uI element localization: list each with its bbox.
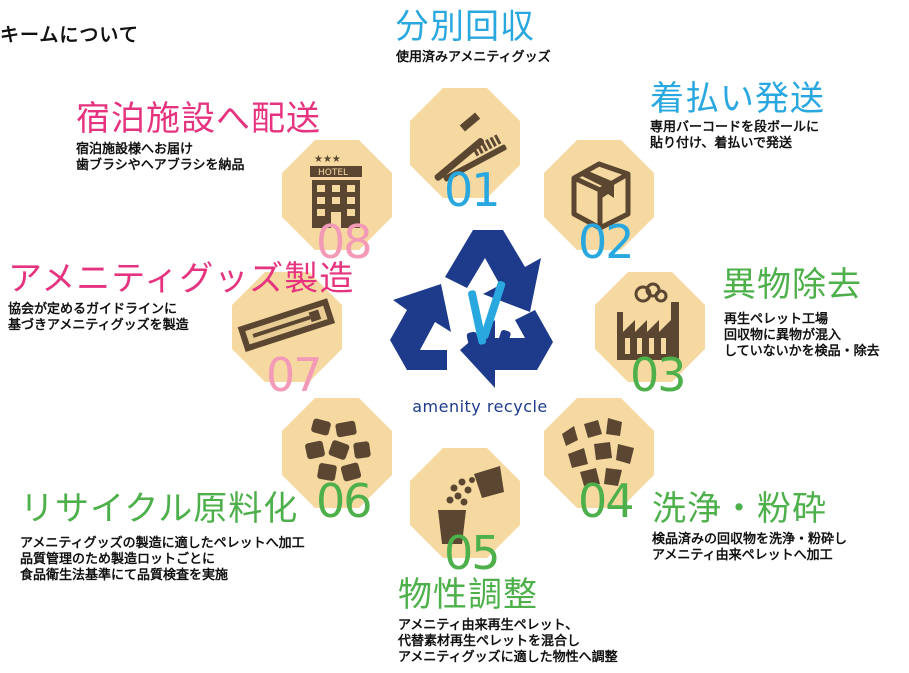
step-02-description: 専用バーコードを段ボールに 貼り付け、着払いで発送 — [650, 120, 820, 151]
step-06-description: アメニティグッズの製造に適したペレットへ加工 品質管理のため製造ロットごとに 食… — [20, 536, 305, 583]
page-heading: キームについて — [0, 24, 139, 46]
svg-text:★★★: ★★★ — [314, 154, 341, 165]
step-01-description: 使用済みアメニティグッズ — [396, 50, 551, 65]
step-04-title: 洗浄・粉砕 — [652, 489, 827, 529]
step-08-title: 宿泊施設へ配送 — [76, 99, 321, 139]
svg-text:HOTEL: HOTEL — [318, 168, 348, 178]
step-07-title: アメニティグッズ製造 — [8, 259, 355, 299]
hotel-icon: ★★★ HOTEL — [310, 154, 362, 228]
pellets-icon — [305, 418, 371, 482]
step-02-octagon — [544, 140, 654, 250]
step-04-octagon — [544, 398, 654, 508]
step-03-title: 異物除去 — [722, 265, 862, 305]
step-03-number: 03 — [630, 348, 687, 402]
step-05-title: 物性調整 — [398, 575, 538, 615]
step-07-description: 協会が定めるガイドラインに 基づきアメニティグッズを製造 — [8, 302, 189, 333]
step-05-octagon — [410, 448, 520, 558]
step-07-number: 07 — [266, 348, 323, 402]
step-01-title: 分別回収 — [395, 7, 535, 47]
step-04-number: 04 — [578, 474, 635, 528]
step-07-octagon — [232, 272, 342, 382]
step-03-description: 再生ペレット工場 回収物に異物が混入 していないかを検品・除去 — [724, 312, 880, 359]
step-01-octagon — [410, 88, 520, 198]
step-05-number: 05 — [444, 526, 501, 580]
recycle-icon — [390, 230, 553, 388]
step-01-number: 01 — [444, 163, 501, 217]
step-06-number: 06 — [316, 474, 373, 528]
step-03-octagon — [595, 272, 705, 382]
box-icon — [571, 161, 631, 231]
step-02-number: 02 — [578, 215, 635, 269]
toothbrush-comb-icon — [434, 112, 507, 182]
step-08-number: 08 — [316, 215, 373, 269]
packaged-toothbrush-icon — [237, 298, 336, 352]
factory-icon — [617, 282, 679, 360]
pellet-cups-icon — [438, 466, 504, 544]
step-08-description: 宿泊施設様へお届け 歯ブラシやヘアブラシを納品 — [76, 142, 245, 173]
step-05-description: アメニティ由来再生ペレット、 代替素材再生ペレットを混合し アメニティグッズに適… — [398, 618, 618, 665]
step-04-description: 検品済みの回収物を洗浄・粉砕し アメニティ由来ペレットへ加工 — [652, 532, 848, 563]
step-06-octagon — [282, 398, 392, 508]
step-06-title: リサイクル原料化 — [20, 489, 299, 529]
step-08-octagon: ★★★ HOTEL — [282, 140, 392, 250]
center-label: amenity recycle — [412, 397, 548, 416]
step-02-title: 着払い発送 — [650, 79, 825, 119]
crushed-pieces-icon — [562, 418, 634, 486]
